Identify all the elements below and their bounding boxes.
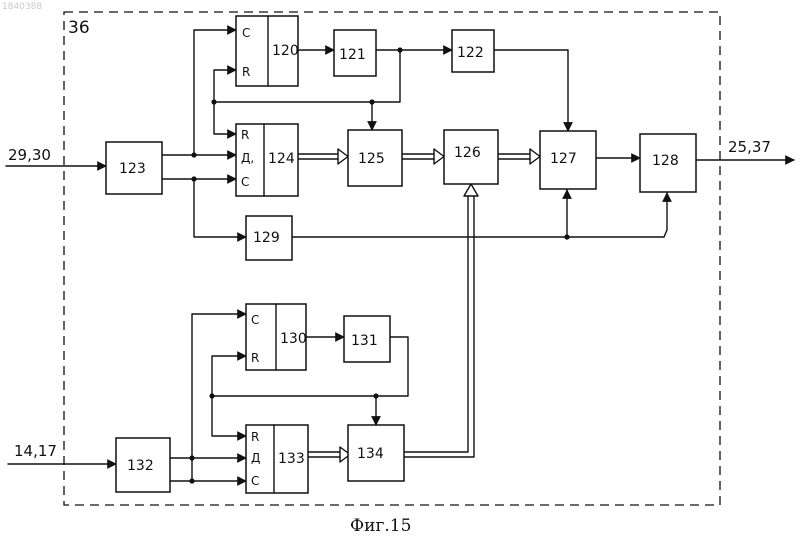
- block-121: 121: [334, 30, 376, 76]
- bus-124-125: [298, 149, 348, 164]
- module-label: 36: [68, 18, 90, 38]
- svg-text:130: 130: [280, 331, 307, 347]
- svg-text:125: 125: [358, 151, 385, 167]
- wire-to-120-r: [214, 70, 236, 102]
- svg-text:R: R: [251, 351, 259, 365]
- wire-to-133-r: [212, 396, 246, 436]
- block-120: C R 120: [236, 16, 299, 86]
- svg-text:126: 126: [454, 145, 481, 161]
- block-130: C R 130: [246, 304, 307, 370]
- block-128: 128: [640, 134, 696, 192]
- block-126: 126: [444, 130, 498, 184]
- wire-to-120-c: [194, 30, 236, 155]
- svg-text:124: 124: [268, 151, 295, 167]
- block-132: 132: [116, 438, 170, 492]
- svg-text:122: 122: [457, 45, 484, 61]
- svg-text:128: 128: [652, 153, 679, 169]
- svg-text:132: 132: [127, 458, 154, 474]
- wire-122-127: [494, 50, 568, 131]
- svg-text:123: 123: [119, 161, 146, 177]
- block-122: 122: [452, 30, 494, 72]
- svg-text:Д,: Д,: [241, 151, 254, 165]
- block-134: 134: [348, 425, 404, 481]
- wire-to-124-r: [214, 102, 236, 134]
- svg-text:R: R: [251, 430, 259, 444]
- svg-text:131: 131: [351, 333, 378, 349]
- svg-text:127: 127: [550, 151, 577, 167]
- svg-text:134: 134: [357, 446, 384, 462]
- wire-to-130-r: [212, 356, 246, 396]
- block-124: R Д, C 124: [236, 124, 298, 196]
- input-bottom-label: 14,17: [14, 442, 57, 460]
- output-label: 25,37: [728, 138, 771, 156]
- bus-134-126: [404, 184, 478, 457]
- svg-text:C: C: [242, 26, 250, 40]
- svg-text:R: R: [241, 128, 249, 142]
- input-top-label: 29,30: [8, 146, 51, 164]
- svg-text:120: 120: [272, 43, 299, 59]
- svg-text:Д: Д: [251, 451, 260, 465]
- block-127: 127: [540, 131, 596, 189]
- svg-text:C: C: [241, 175, 249, 189]
- svg-text:121: 121: [339, 47, 366, 63]
- figure-caption: Фиг.15: [350, 516, 411, 536]
- svg-text:129: 129: [253, 230, 280, 246]
- block-125: 125: [348, 130, 402, 186]
- block-131: 131: [344, 316, 390, 362]
- svg-text:C: C: [251, 474, 259, 488]
- watermark: 1840388: [2, 2, 42, 12]
- bus-125-126: [402, 149, 444, 164]
- svg-text:133: 133: [278, 451, 305, 467]
- bus-133-134: [308, 447, 350, 462]
- svg-text:R: R: [242, 65, 250, 79]
- block-133: R Д C 133: [246, 425, 308, 493]
- svg-text:C: C: [251, 313, 259, 327]
- wire-129-128: [664, 193, 667, 237]
- block-129: 129: [246, 216, 292, 260]
- bus-126-127: [498, 149, 540, 164]
- block-123: 123: [106, 142, 162, 194]
